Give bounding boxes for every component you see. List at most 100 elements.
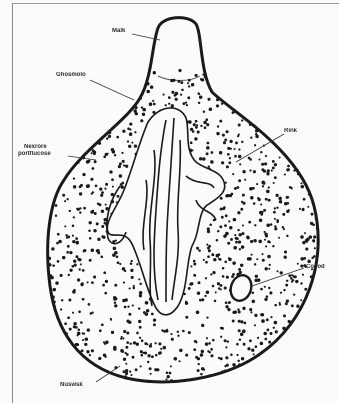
stipple-dot (177, 331, 179, 333)
stipple-dot (149, 102, 153, 106)
stipple-dot (281, 74, 283, 76)
stipple-dot (96, 369, 98, 371)
stipple-dot (201, 298, 204, 301)
stipple-dot (91, 249, 95, 253)
stipple-dot (260, 203, 262, 205)
stipple-dot (180, 81, 183, 84)
stipple-dot (92, 96, 95, 99)
stipple-dot (265, 155, 267, 157)
neck-inner-line (158, 76, 200, 81)
stipple-dot (60, 366, 62, 368)
stipple-dot (78, 310, 81, 313)
stipple-dot (91, 281, 94, 284)
stipple-dot (75, 126, 77, 128)
stipple-dot (187, 82, 189, 84)
stipple-dot (270, 316, 272, 318)
stipple-dot (146, 309, 149, 312)
stipple-dot (72, 312, 74, 314)
stipple-dot (239, 370, 243, 374)
stipple-dot (306, 165, 309, 168)
stipple-dot (120, 185, 123, 188)
stipple-dot (67, 366, 69, 368)
stipple-dot (294, 136, 298, 140)
stipple-dot (94, 160, 97, 163)
stipple-dot (293, 354, 296, 357)
stipple-dot (98, 142, 101, 145)
stipple-dot (94, 117, 97, 120)
stipple-dot (86, 365, 89, 368)
stipple-dot (232, 363, 235, 366)
stipple-dot (320, 339, 323, 342)
stipple-dot (262, 182, 265, 185)
stipple-dot (312, 131, 315, 134)
stipple-dot (45, 279, 48, 282)
stipple-dot (57, 233, 60, 236)
stipple-dot (57, 260, 60, 263)
stipple-dot (253, 202, 256, 205)
stipple-dot (225, 86, 228, 89)
stipple-dot (316, 79, 319, 82)
stipple-dot (175, 98, 178, 101)
stipple-dot (224, 261, 227, 264)
stipple-dot (130, 71, 132, 73)
stipple-dot (264, 298, 267, 301)
stipple-dot (284, 91, 287, 94)
stipple-dot (269, 108, 271, 110)
stipple-dot (280, 271, 283, 274)
stipple-dot (174, 94, 177, 97)
stipple-dot (248, 97, 250, 99)
stipple-dot (276, 270, 278, 272)
stipple-dot (136, 343, 139, 346)
stipple-dot (124, 352, 126, 354)
stipple-dot (79, 192, 82, 195)
stipple-dot (185, 316, 188, 319)
stipple-dot (118, 165, 121, 168)
stipple-dot (286, 299, 289, 302)
stipple-dot (80, 357, 82, 359)
stipple-dot (222, 207, 225, 210)
stipple-dot (316, 302, 319, 305)
stipple-dot (321, 104, 324, 107)
stipple-dot (230, 102, 232, 104)
stipple-dot (262, 185, 264, 187)
stipple-dot (193, 348, 196, 351)
stipple-dot (124, 270, 126, 272)
stipple-dot (293, 100, 296, 103)
stipple-dot (46, 69, 49, 72)
stipple-dot (121, 350, 124, 353)
stipple-dot (111, 331, 114, 334)
stipple-dot (207, 142, 210, 145)
stipple-dot (45, 171, 48, 174)
stipple-dot (238, 329, 241, 332)
stipple-dot (308, 193, 310, 195)
stipple-dot (195, 384, 198, 387)
stipple-dot (131, 276, 134, 279)
stipple-dot (73, 216, 75, 218)
stipple-dot (314, 153, 317, 156)
stipple-dot (47, 315, 49, 317)
stipple-dot (241, 141, 243, 143)
stipple-dot (43, 282, 46, 285)
stipple-dot (290, 108, 293, 111)
stipple-dot (319, 104, 321, 106)
stipple-dot (97, 238, 100, 241)
stipple-dot (248, 70, 251, 73)
stipple-dot (214, 300, 217, 303)
stipple-dot (305, 77, 307, 79)
stipple-dot (171, 91, 174, 94)
stipple-dot (318, 275, 321, 278)
stipple-dot (55, 373, 57, 375)
stipple-dot (273, 211, 276, 214)
stipple-dot (136, 332, 139, 335)
stipple-dot (45, 167, 48, 170)
stipple-dot (240, 89, 243, 92)
stipple-dot (130, 262, 133, 265)
stipple-dot (224, 138, 227, 141)
stipple-dot (250, 75, 253, 78)
stipple-dot (310, 275, 313, 278)
stipple-dot (114, 302, 116, 304)
stipple-dot (212, 271, 215, 274)
stipple-dot (195, 126, 198, 129)
stipple-dot (308, 88, 311, 91)
stipple-dot (83, 207, 86, 210)
